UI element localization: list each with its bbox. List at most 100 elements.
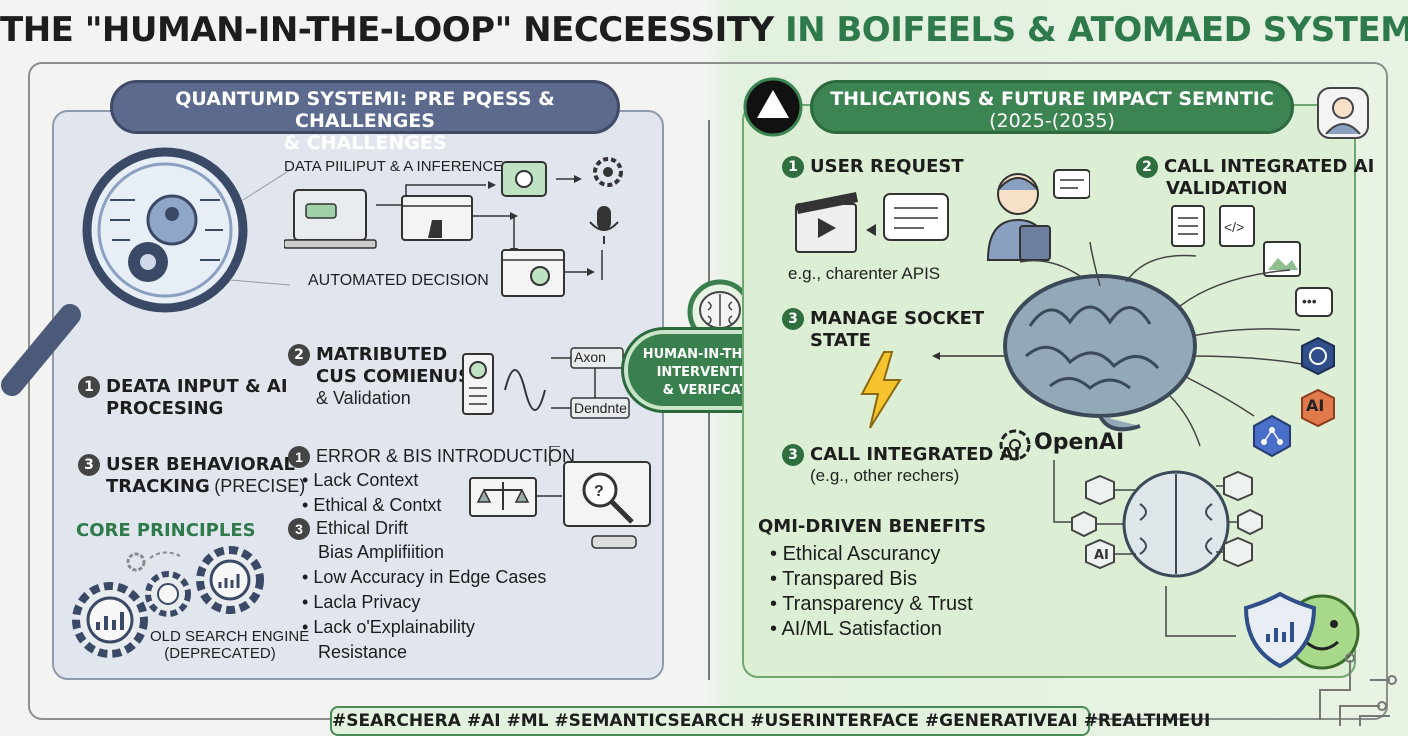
- openai-label: OpenAI: [1034, 430, 1125, 455]
- ai-logos: [1301, 336, 1335, 428]
- user-avatar-icon: [1317, 87, 1369, 139]
- step-4-caption: (e.g., other rechers): [810, 466, 960, 485]
- drift-item: • Low Accuracy in Edge Cases: [302, 567, 547, 587]
- page-title: THE "HUMAN-IN-THE-LOOP" NECCEESSITY IN B…: [0, 10, 1408, 50]
- drift-num: 3: [288, 518, 310, 540]
- title-part2: IN BOIFEELS & ATOMAED SYSTEMS: [784, 10, 1408, 50]
- step-1-icons: [795, 192, 949, 253]
- left-item-3-suffix: (PRECISE): [214, 476, 306, 496]
- step-3: 3 MANAGE SOCKET STATE: [782, 308, 984, 352]
- left-item-2: 2 MATRIBUTED CUS COMIENUS & Validation: [288, 344, 471, 409]
- old-search-line2: (DEPRECATED): [164, 645, 276, 662]
- step-3-line2: STATE: [810, 330, 871, 351]
- scales-search-diagram: ?: [469, 446, 651, 549]
- svg-text:</>: </>: [1224, 219, 1244, 235]
- brain-icon: [1003, 274, 1197, 418]
- left-item-3-line2: TRACKING: [106, 476, 210, 497]
- neuron-diagram: [462, 347, 630, 419]
- drift-heading: Ethical Drift: [316, 518, 409, 538]
- gears-diagram: [72, 546, 264, 658]
- error-list: • Lack Context • Ethical & Contxt: [288, 468, 575, 518]
- step-2-num: 2: [1136, 156, 1158, 178]
- axon-label: Axon: [574, 349, 606, 365]
- benefit-item: • Transpared Bis: [770, 568, 918, 590]
- brain-icon: [687, 279, 753, 338]
- step-4: 3 CALL INTEGRATED AI (e.g., other rechers…: [782, 444, 1020, 486]
- benefit-item: • Transparency & Trust: [770, 593, 973, 615]
- magnifier-icon: [1, 147, 290, 396]
- network-hex-icon: [1253, 414, 1291, 458]
- left-header-line2: & CHALLENGES: [283, 132, 447, 154]
- drift-tail: Resistance: [318, 642, 408, 662]
- shield-smiley-diagram: [1165, 586, 1360, 670]
- triangle-logo-icon: [743, 77, 803, 137]
- left-item-1: 1 DEATA INPUT & AI PROCESING: [78, 376, 288, 420]
- flow-diagram: [284, 157, 623, 297]
- step-3-num: 3: [782, 308, 804, 330]
- right-header-line2: (2025-(2035): [989, 110, 1115, 132]
- left-item-3-num: 3: [78, 454, 100, 476]
- anthropic-hex-icon: [1301, 388, 1335, 428]
- step-1-caption: e.g., charenter APIS: [788, 264, 941, 283]
- circuit-decoration-icon: [1319, 653, 1397, 726]
- left-item-2-num: 2: [288, 344, 310, 366]
- benefit-item: • AI/ML Satisfaction: [770, 618, 942, 640]
- person-laptop-icon: [986, 169, 1090, 261]
- lower-brain-diagram: [1053, 460, 1263, 578]
- step-4-num: 3: [782, 444, 804, 466]
- ai-badge: AI: [1306, 396, 1325, 415]
- step-2-line1: CALL INTEGRATED AI: [1164, 156, 1375, 177]
- svg-text:?: ?: [594, 483, 604, 500]
- left-header-line1: QUANTUMD SYSTEMI: PRE PQESS & CHALLENGES: [175, 88, 555, 132]
- step-2: 2 CALL INTEGRATED AI VALIDATION: [1136, 156, 1374, 200]
- left-item-1-text: DEATA INPUT & AI PROCESING: [106, 376, 288, 419]
- flow-label-bottom: AUTOMATED DECISION: [308, 272, 489, 289]
- error-item: • Lack Context: [302, 470, 419, 490]
- chat-bubble-icon: [1053, 169, 1090, 199]
- right-panel-header: THLICATIONS & FUTURE IMPACT SEMNTIC (202…: [810, 80, 1294, 134]
- benefit-item: • Ethical Ascurancy: [770, 543, 941, 565]
- left-item-2-line2: CUS COMIENUS: [316, 366, 472, 387]
- lightning-icon: [860, 351, 902, 429]
- step-2-line2: VALIDATION: [1166, 178, 1288, 199]
- old-search-engine-label: OLD SEARCH ENGINE (DEPRECATED): [150, 628, 310, 662]
- dendrite-label: Dendnte: [574, 400, 627, 416]
- drift-item: • Lack o'Explainability: [302, 617, 475, 637]
- openai-hex-icon: [1301, 336, 1335, 376]
- error-item: • Ethical & Contxt: [302, 495, 442, 515]
- left-item-2-line1: MATRIBUTED: [316, 344, 448, 365]
- step-1: 1 USER REQUEST: [782, 156, 964, 178]
- gear-icon: [593, 157, 623, 187]
- search-icon: [582, 472, 618, 508]
- step-4-label: CALL INTEGRATED AI: [810, 444, 1021, 465]
- code-file-icon: [1219, 205, 1255, 247]
- drift-item: • Lacla Privacy: [302, 592, 421, 612]
- svg-text:•••: •••: [1302, 293, 1317, 309]
- left-item-2-line3: & Validation: [316, 388, 411, 408]
- browser-window-icon: [401, 195, 473, 241]
- brain-network-diagram: [932, 241, 1303, 447]
- shield-icon: [1243, 591, 1317, 669]
- error-bias-section: 1 ERROR & BIS INTRODUCTION • Lack Context…: [288, 446, 575, 665]
- left-item-1-num: 1: [78, 376, 100, 398]
- right-header-line1: THLICATIONS & FUTURE IMPACT SEMNTIC: [830, 88, 1274, 110]
- left-item-3-line1: USER BEHAVIORAL: [106, 454, 295, 475]
- drift-list: • Low Accuracy in Edge Cases • Lacla Pri…: [288, 565, 575, 640]
- microphone-icon: [597, 206, 611, 230]
- wave-icon: [504, 369, 546, 411]
- step-2-icons: </> •••: [1171, 205, 1333, 317]
- ai-badge-small: AI: [1094, 548, 1109, 563]
- old-search-line1: OLD SEARCH ENGINE: [150, 628, 310, 645]
- step-1-label: USER REQUEST: [810, 156, 964, 177]
- benefits-list: • Ethical Ascurancy • Transpared Bis • T…: [770, 542, 973, 642]
- drift-plain: Bias Amplifiition: [318, 542, 445, 562]
- hashtags-bar: #SEARCHERA #AI #ML #SEMANTICSEARCH #USER…: [330, 706, 1210, 736]
- title-part1: THE "HUMAN-IN-THE-LOOP" NECCEESSITY: [0, 10, 774, 50]
- openai-logo-icon: [999, 429, 1031, 461]
- left-item-3: 3 USER BEHAVIORAL TRACKING (PRECISE): [78, 454, 305, 498]
- step-1-num: 1: [782, 156, 804, 178]
- error-heading: ERROR & BIS INTRODUCTION: [316, 446, 576, 466]
- chat-bubble-icon: [1295, 287, 1333, 317]
- step-3-line1: MANAGE SOCKET: [810, 308, 985, 329]
- error-num: 1: [288, 446, 310, 468]
